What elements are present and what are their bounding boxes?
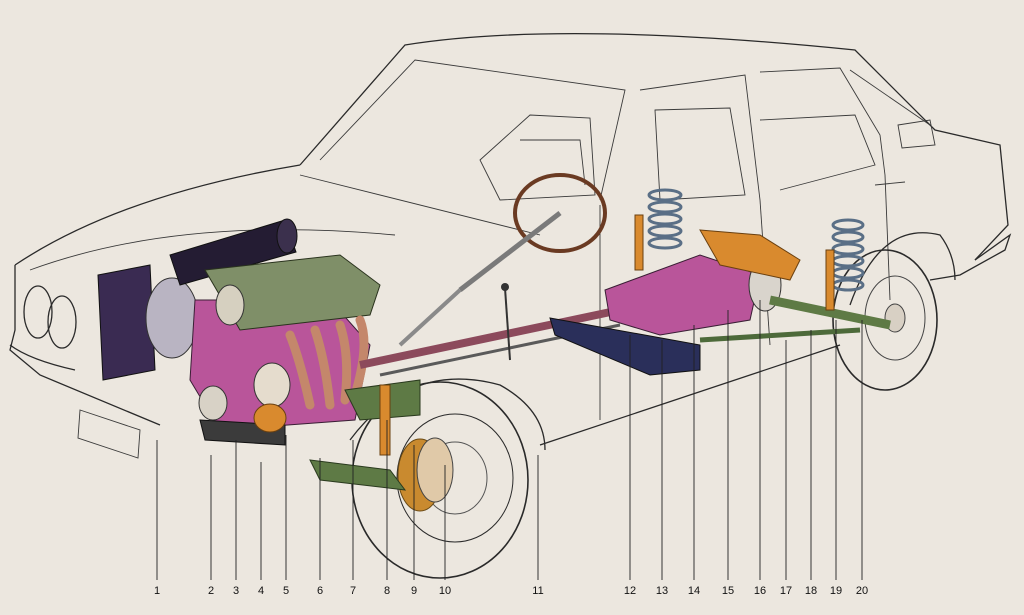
callout-label-18: 18 — [805, 585, 817, 597]
callout-label-20: 20 — [856, 585, 868, 597]
callout-label-12: 12 — [624, 585, 636, 597]
air-filter — [169, 219, 297, 286]
callout-label-13: 13 — [656, 585, 668, 597]
rear-springs — [647, 188, 865, 292]
interior-seats — [398, 107, 876, 347]
callout-label-14: 14 — [688, 585, 700, 597]
callout-label-9: 9 — [411, 585, 417, 597]
callout-label-1: 1 — [154, 585, 160, 597]
front-suspension — [309, 379, 421, 491]
drivetrain — [359, 229, 891, 377]
callout-label-3: 3 — [233, 585, 239, 597]
callout-label-11: 11 — [532, 585, 543, 597]
callout-label-4: 4 — [258, 585, 264, 597]
callout-label-19: 19 — [830, 585, 842, 597]
callout-label-10: 10 — [439, 585, 451, 597]
callout-label-15: 15 — [722, 585, 734, 597]
callout-label-16: 16 — [754, 585, 766, 597]
radiator — [97, 264, 156, 381]
engine-assembly — [97, 218, 381, 446]
callout-label-5: 5 — [283, 585, 289, 597]
exhaust-manifold — [285, 315, 369, 410]
transaxle — [604, 254, 761, 336]
callout-label-17: 17 — [780, 585, 792, 597]
rear-shock-absorbers — [634, 214, 835, 311]
callout-label-6: 6 — [317, 585, 323, 597]
steering-wheel — [513, 173, 607, 253]
callout-label-7: 7 — [350, 585, 356, 597]
callout-label-2: 2 — [208, 585, 214, 597]
cooling-fan — [145, 277, 199, 359]
callout-label-8: 8 — [384, 585, 390, 597]
